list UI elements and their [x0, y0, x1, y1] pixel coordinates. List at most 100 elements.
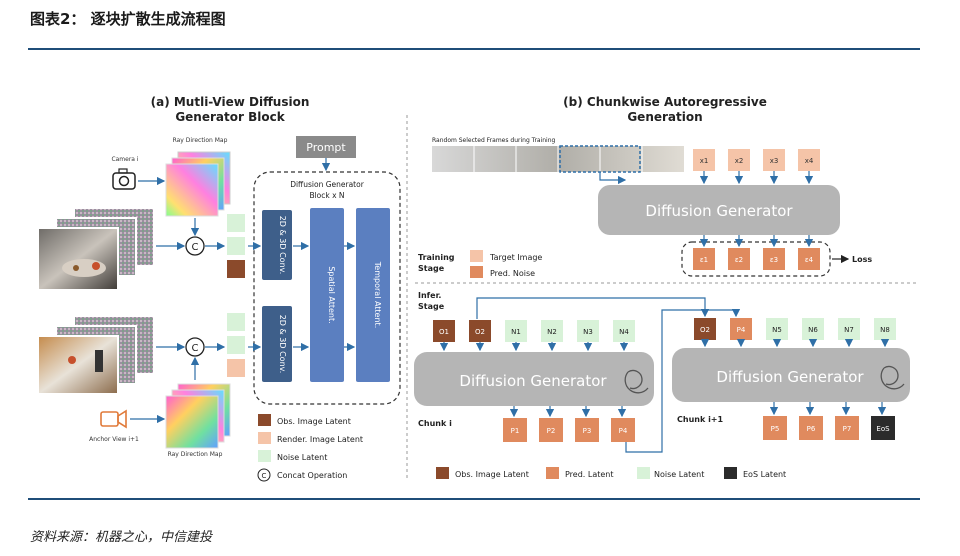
legend-b-noise-label: Noise Latent — [654, 470, 704, 479]
obs-latent-box — [694, 318, 716, 340]
noise-latent: N5 — [766, 318, 788, 340]
pred-latent: P2 — [539, 418, 563, 442]
legend-b-eos-swatch — [724, 467, 737, 479]
legend-noise-label: Noise Latent — [277, 453, 327, 462]
conv-label: 2D & 3D Conv. — [278, 315, 287, 374]
target-image-box — [693, 149, 715, 171]
top-rule — [28, 48, 920, 50]
video-camera-icon — [100, 409, 127, 429]
pred-noise-label: Pred. Noise — [490, 269, 535, 278]
noise-latent: N8 — [874, 318, 896, 340]
chunk-i-generator — [414, 352, 654, 406]
target-image: x2 — [728, 149, 750, 171]
target-image-box — [728, 149, 750, 171]
pred-latent: P4 — [730, 318, 752, 340]
chunk-i1-label: Chunk i+1 — [677, 415, 724, 424]
ray-map-bottom-label: Ray Direction Map — [168, 451, 223, 458]
obs-latent-text: O2 — [700, 326, 710, 334]
source-note: 资料来源：机器之心，中信建投 — [30, 530, 213, 545]
legend-b-obs-label: Obs. Image Latent — [455, 470, 529, 479]
pred-noise-text: ε1 — [700, 256, 708, 264]
reuse-obs-arrow — [476, 297, 710, 319]
chunk-i1-generator — [672, 348, 910, 402]
pred-latent-text: P6 — [807, 425, 816, 433]
pred-noise: ε2 — [728, 248, 750, 270]
pred-latent-text: P4 — [737, 326, 746, 334]
pred-latent-text: P5 — [771, 425, 780, 433]
panel-a-title: (a) Mutli-View Diffusion — [151, 95, 310, 109]
block-subtitle: Block x N — [309, 191, 344, 200]
bottom-rule — [28, 498, 920, 500]
training-generator — [598, 185, 840, 235]
target-image-text: x3 — [770, 157, 779, 165]
legend-render-label: Render. Image Latent — [277, 435, 363, 444]
legend-render-swatch — [258, 432, 271, 444]
block-title: Diffusion Generator — [290, 180, 364, 189]
pred-latent-box — [503, 418, 527, 442]
concat-operator — [185, 236, 205, 256]
obs-latent-text: O1 — [439, 328, 449, 336]
noise-latent-text: N8 — [880, 326, 890, 334]
infer-stage-label-2: Stage — [418, 302, 445, 311]
eos-latent-text: EoS — [876, 425, 890, 433]
cycle-icon — [624, 369, 649, 394]
noise-latent — [227, 214, 245, 232]
eos-latent: EoS — [871, 416, 895, 440]
pred-latent: P4 — [611, 418, 635, 442]
legend-obs-swatch — [258, 414, 271, 426]
legend-b-noise-swatch — [637, 467, 650, 479]
pred-latent-text: P4 — [619, 427, 628, 435]
pred-noise-text: ε2 — [735, 256, 743, 264]
noise-latent — [227, 313, 245, 331]
pred-noise-box — [693, 248, 715, 270]
noise-latent-box — [766, 318, 788, 340]
noise-latent-text: N6 — [808, 326, 818, 334]
chunk-i-label: Chunk i — [418, 419, 452, 428]
prompt-label: Prompt — [306, 141, 346, 154]
pred-latent-box — [730, 318, 752, 340]
noise-latent-box — [802, 318, 824, 340]
pred-noise-swatch — [470, 266, 483, 278]
pred-noise-group — [681, 241, 831, 277]
panel-b-subtitle: Generation — [627, 110, 702, 124]
legend-concat-label: Concat Operation — [277, 471, 347, 480]
concat-operator — [185, 337, 205, 357]
obs-latent: O2 — [694, 318, 716, 340]
noise-latent-box — [541, 320, 563, 342]
panel-a-subtitle: Generator Block — [175, 110, 285, 124]
target-image-swatch — [470, 250, 483, 262]
frame-dividers — [473, 146, 643, 172]
pred-noise-box — [798, 248, 820, 270]
noise-latent-text: N3 — [583, 328, 593, 336]
noise-latent-text: N2 — [547, 328, 557, 336]
conv-module — [262, 210, 292, 280]
pred-noise-box — [728, 248, 750, 270]
noise-latent-box — [838, 318, 860, 340]
noise-latent: N7 — [838, 318, 860, 340]
ray-direction-map — [165, 163, 219, 217]
conv-label: 2D & 3D Conv. — [278, 216, 287, 275]
camera-icon — [112, 168, 136, 190]
target-image: x3 — [763, 149, 785, 171]
observed-image — [37, 227, 119, 291]
pred-latent-box — [763, 416, 787, 440]
pred-noise: ε1 — [693, 248, 715, 270]
spatial-label: Spatial Attent. — [327, 266, 336, 323]
obs-latent-box — [433, 320, 455, 342]
target-image: x4 — [798, 149, 820, 171]
noise-latent-text: N4 — [619, 328, 629, 336]
pred-noise-text: ε4 — [805, 256, 814, 264]
noise-latent — [227, 237, 245, 255]
legend-b-obs-swatch — [436, 467, 449, 479]
pred-latent: P5 — [763, 416, 787, 440]
legend-concat-icon — [257, 468, 271, 482]
anchor-image — [37, 335, 119, 395]
figure-title: 图表2： 逐块扩散生成流程图 — [30, 10, 226, 28]
pred-noise: ε4 — [798, 248, 820, 270]
spatial-attention-module — [310, 208, 344, 382]
camera-label: Camera i — [111, 156, 138, 163]
pred-latent-box — [611, 418, 635, 442]
